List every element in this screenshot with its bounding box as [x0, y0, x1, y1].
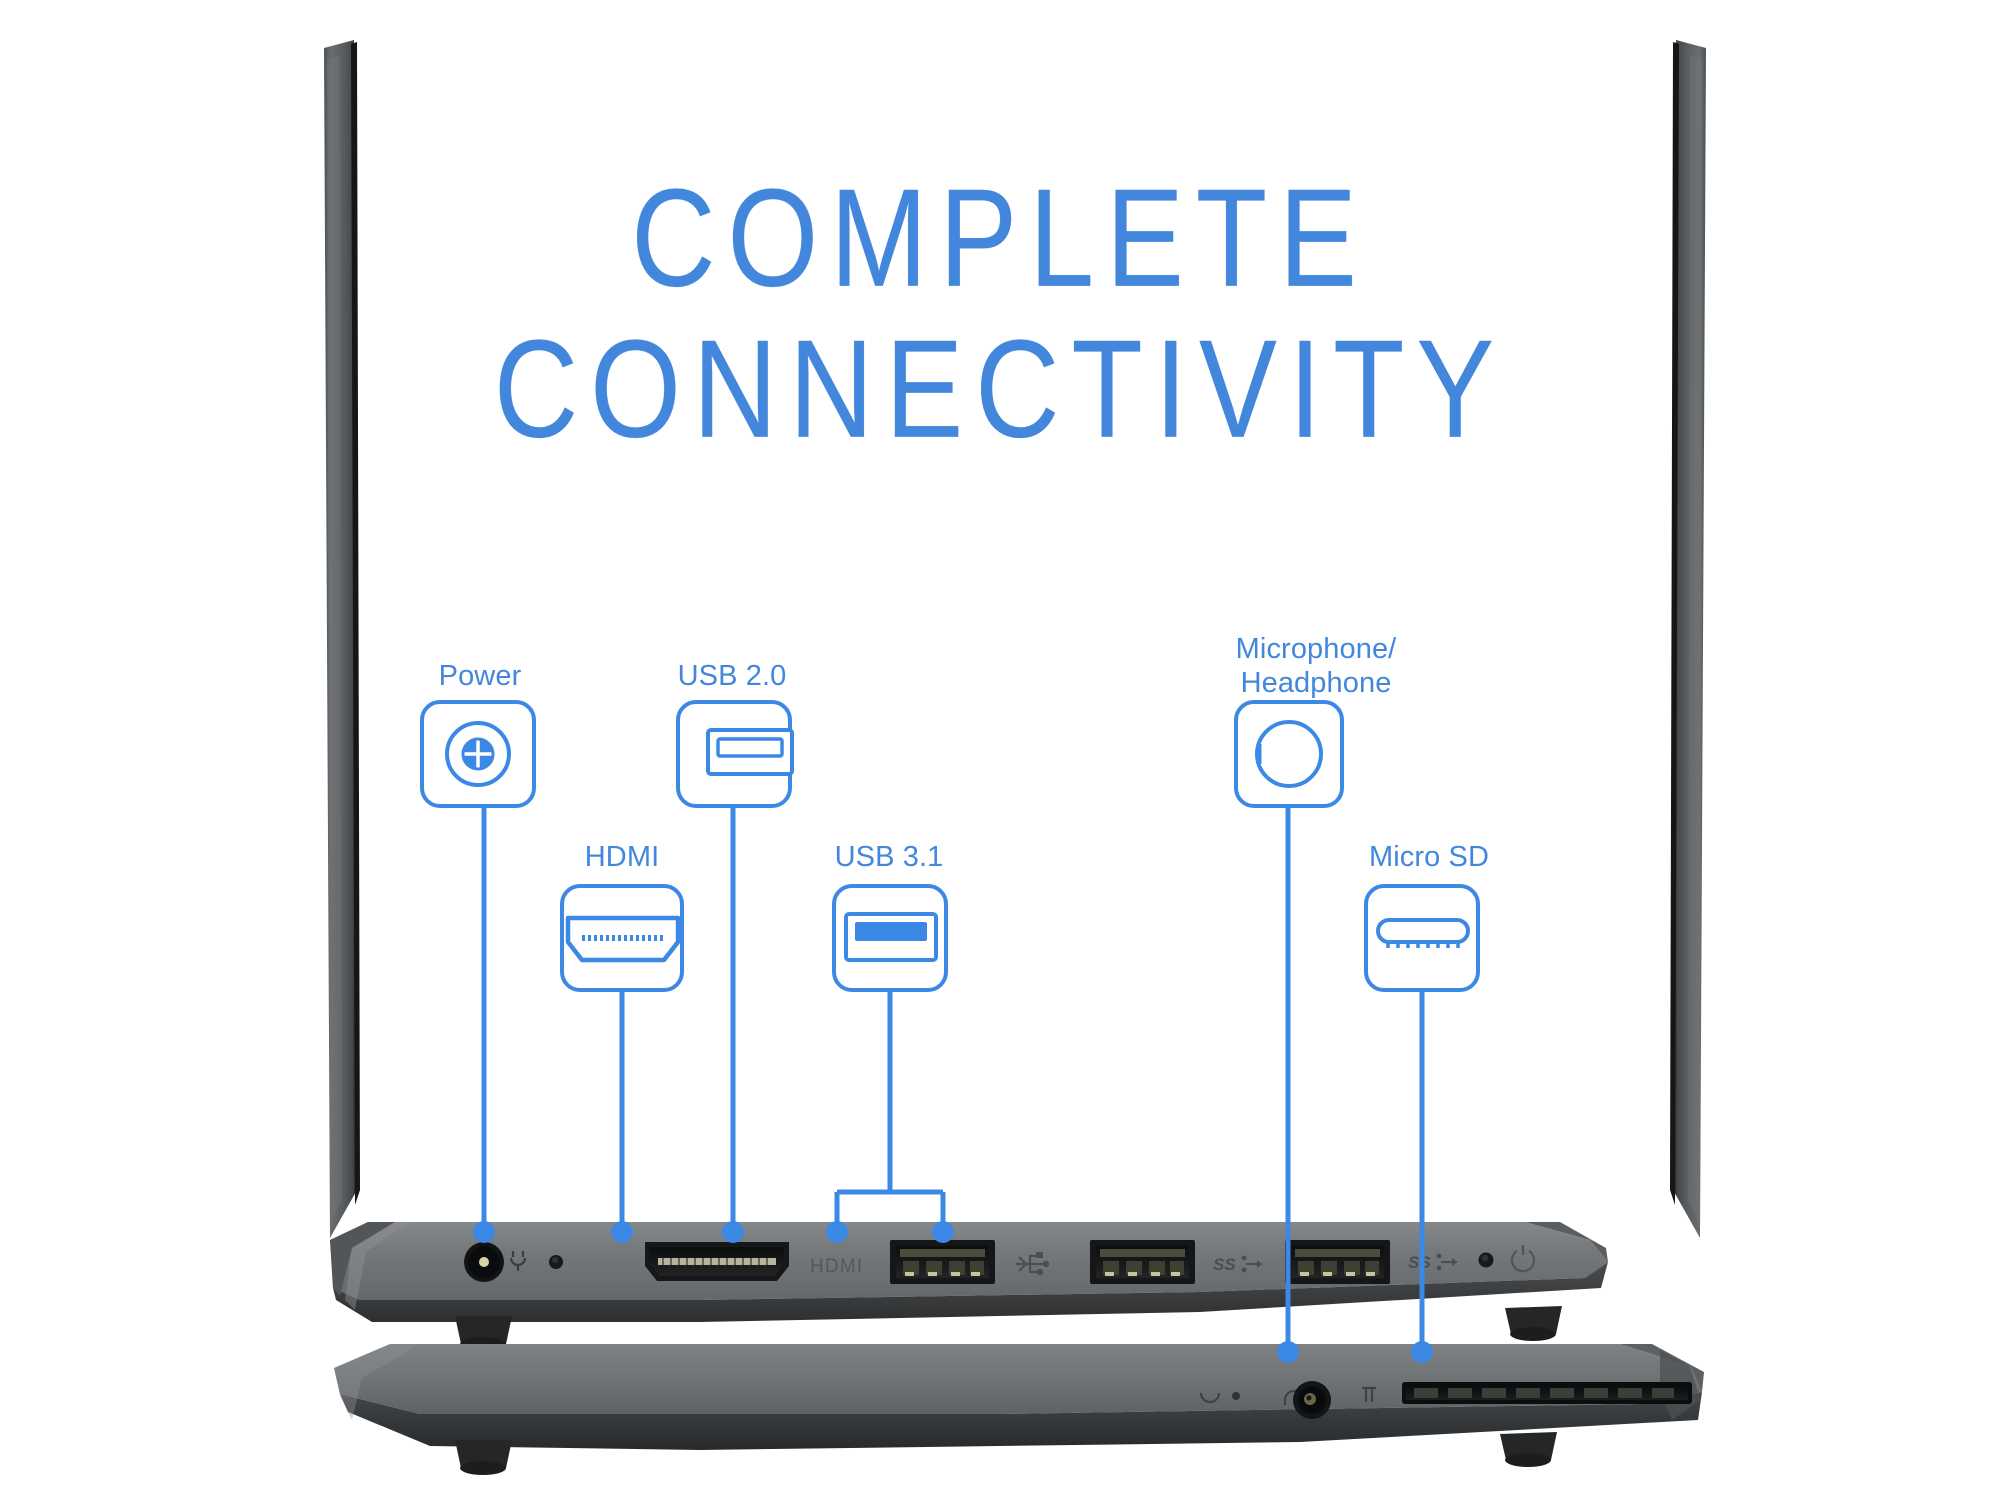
endpoint-dot-power: [473, 1221, 495, 1243]
device-port-hdmi: [645, 1242, 789, 1281]
endpoint-dot-microsd: [1411, 1341, 1433, 1363]
callout-label-usb20: USB 2.0: [677, 660, 787, 692]
callout-endpoint-dots: [473, 1221, 1433, 1363]
microsd-slot-icon: [1376, 918, 1470, 948]
hdmi-port-icon: [565, 915, 681, 963]
callout-icon-usb31[interactable]: [832, 884, 948, 992]
laptop-base-lower: [334, 1344, 1704, 1475]
callout-label-power: Power: [438, 660, 522, 692]
callout-label-microsd: Micro SD: [1368, 841, 1490, 873]
laptop-lid-left: [324, 40, 360, 1238]
callout-leader-lines: [481, 806, 1425, 1352]
laptop-base-upper: HDMI: [330, 1222, 1608, 1351]
callout-label-hdmi: HDMI: [584, 841, 660, 873]
endpoint-dot-usb31-left: [826, 1221, 848, 1243]
device-port-usb31-b: [1285, 1240, 1390, 1284]
audio-jack-icon: [1255, 720, 1323, 788]
device-mic-hole: [1232, 1392, 1240, 1400]
endpoint-dot-usb31-right: [932, 1221, 954, 1243]
card-marking-icon: [1362, 1386, 1376, 1402]
callout-icon-microsd[interactable]: [1364, 884, 1480, 992]
endpoint-dot-usb20: [722, 1221, 744, 1243]
device-port-power: [464, 1242, 504, 1282]
device-port-usb31-a: [1090, 1240, 1195, 1284]
endpoint-dot-hdmi: [611, 1221, 633, 1243]
microphone-marking-icon: [1199, 1392, 1221, 1404]
usb-trident-marking-icon: [1016, 1252, 1050, 1276]
laptop-lid-right: [1670, 40, 1706, 1238]
usb-a-icon: [706, 728, 794, 776]
endpoint-dot-microphone: [1277, 1341, 1299, 1363]
power-jack-icon: [445, 721, 511, 787]
power-plug-marking-icon: [509, 1251, 527, 1271]
superspeed-marking-icon-a: SS: [1213, 1255, 1262, 1274]
hdmi-port-marking: HDMI: [810, 1256, 863, 1277]
svg-text:SS: SS: [1213, 1255, 1236, 1274]
callout-label-usb31: USB 3.1: [834, 841, 944, 873]
device-port-usb20: [890, 1240, 995, 1284]
callout-icon-hdmi[interactable]: [560, 884, 684, 992]
callout-icon-power[interactable]: [420, 700, 536, 808]
power-symbol-marking-icon: [1510, 1245, 1536, 1273]
callout-icon-usb20[interactable]: [676, 700, 794, 808]
callout-icon-microphone[interactable]: [1234, 700, 1344, 808]
device-port-microsd: [1402, 1382, 1692, 1404]
device-port-audio-jack: [1293, 1381, 1331, 1419]
callout-label-microphone: Microphone/ Headphone: [1235, 633, 1397, 699]
usb-a-blue-icon: [844, 912, 938, 962]
